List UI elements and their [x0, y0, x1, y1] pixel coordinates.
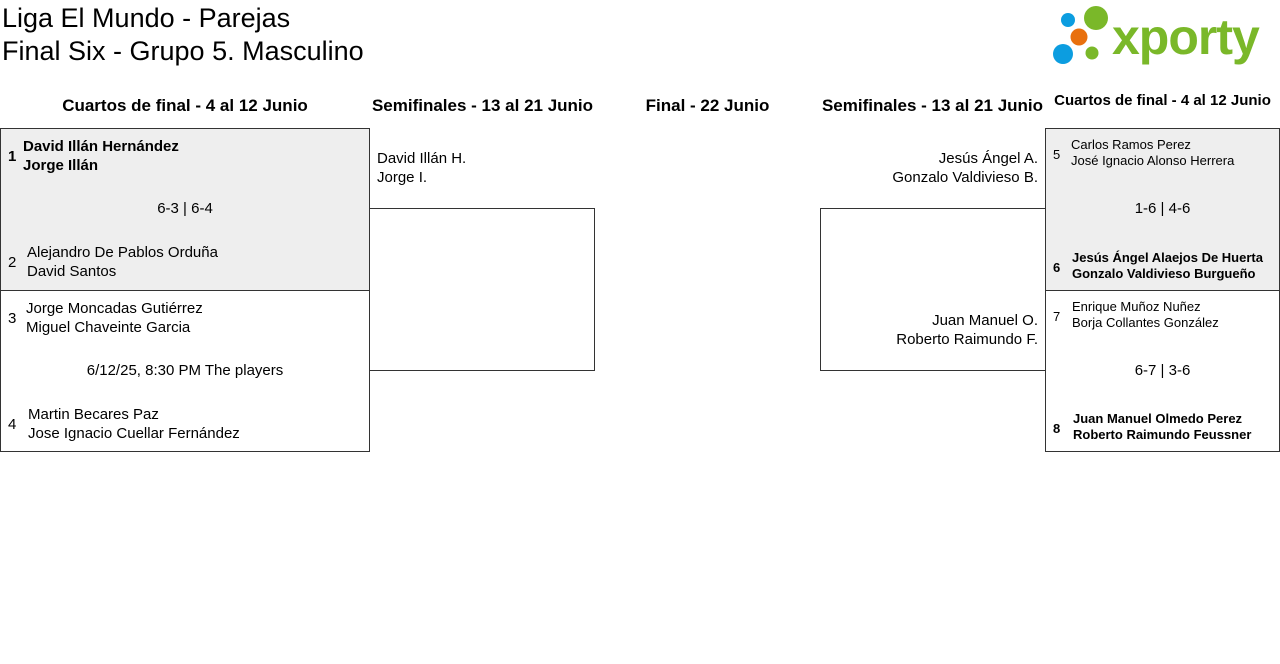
seed: 2 — [8, 254, 17, 271]
match-score: 6-7 | 3-6 — [1134, 362, 1191, 379]
player: Jesús Ángel Alaejos De Huerta — [1072, 250, 1263, 265]
xporty-logo: xporty — [1053, 6, 1261, 65]
right-semifinal-box[interactable] — [820, 208, 1046, 371]
seed: 4 — [8, 416, 17, 433]
left-semifinal-box[interactable] — [369, 208, 595, 371]
player: Miguel Chaveinte Garcia — [26, 319, 191, 336]
player: Borja Collantes González — [1072, 315, 1219, 330]
player: Carlos Ramos Perez — [1071, 137, 1191, 152]
seed: 1 — [8, 148, 17, 165]
round-header-qf-left: Cuartos de final - 4 al 12 Junio — [62, 96, 308, 115]
seed: 7 — [1053, 309, 1061, 324]
page-title: Liga El Mundo - Parejas Final Six - Grup… — [2, 2, 364, 68]
seed: 6 — [1053, 260, 1061, 275]
player: Jesús Ángel A. — [938, 150, 1038, 167]
group-title: Final Six - Grupo 5. Masculino — [2, 36, 364, 66]
match-score: 1-6 | 4-6 — [1134, 200, 1191, 217]
semi-team-right-bottom: Juan Manuel O. Roberto Raimundo F. — [896, 311, 1038, 349]
svg-text:xporty: xporty — [1112, 9, 1260, 65]
player: Martin Becares Paz — [28, 406, 159, 423]
player: Juan Manuel Olmedo Perez — [1073, 411, 1243, 426]
round-header-semi-right: Semifinales - 13 al 21 Junio — [821, 96, 1044, 115]
player: Enrique Muñoz Nuñez — [1072, 299, 1201, 314]
player: Juan Manuel O. — [932, 312, 1038, 329]
semi-team-right-top: Jesús Ángel A. Gonzalo Valdivieso B. — [892, 149, 1038, 187]
seed: 8 — [1053, 421, 1061, 436]
player: Roberto Raimundo F. — [896, 331, 1038, 348]
player: José Ignacio Alonso Herrera — [1071, 153, 1235, 168]
player: Jorge I. — [377, 169, 428, 186]
match-score: 6-3 | 6-4 — [157, 200, 213, 217]
player: Jorge Illán — [23, 157, 99, 174]
round-header-semi-left: Semifinales - 13 al 21 Junio — [371, 96, 594, 115]
seed: 5 — [1053, 147, 1061, 162]
player: David Illán H. — [377, 150, 467, 167]
seed: 3 — [8, 310, 17, 327]
round-header-qf-right: Cuartos de final - 4 al 12 Junio — [1054, 92, 1271, 109]
player: Gonzalo Valdivieso B. — [892, 169, 1038, 186]
player: Gonzalo Valdivieso Burgueño — [1072, 266, 1256, 281]
league-title: Liga El Mundo - Parejas — [2, 3, 291, 33]
semi-team-left-top: David Illán H. Jorge I. — [377, 149, 466, 187]
round-header-final: Final - 22 Junio — [645, 96, 770, 115]
player: Roberto Raimundo Feussner — [1073, 427, 1252, 442]
match-schedule: 6/12/25, 8:30 PM The players — [86, 362, 284, 379]
player: Jorge Moncadas Gutiérrez — [26, 300, 203, 317]
player: Alejandro De Pablos Orduña — [27, 244, 218, 261]
player: Jose Ignacio Cuellar Fernández — [28, 425, 240, 442]
player: David Santos — [27, 263, 117, 280]
player: David Illán Hernández — [23, 138, 179, 155]
